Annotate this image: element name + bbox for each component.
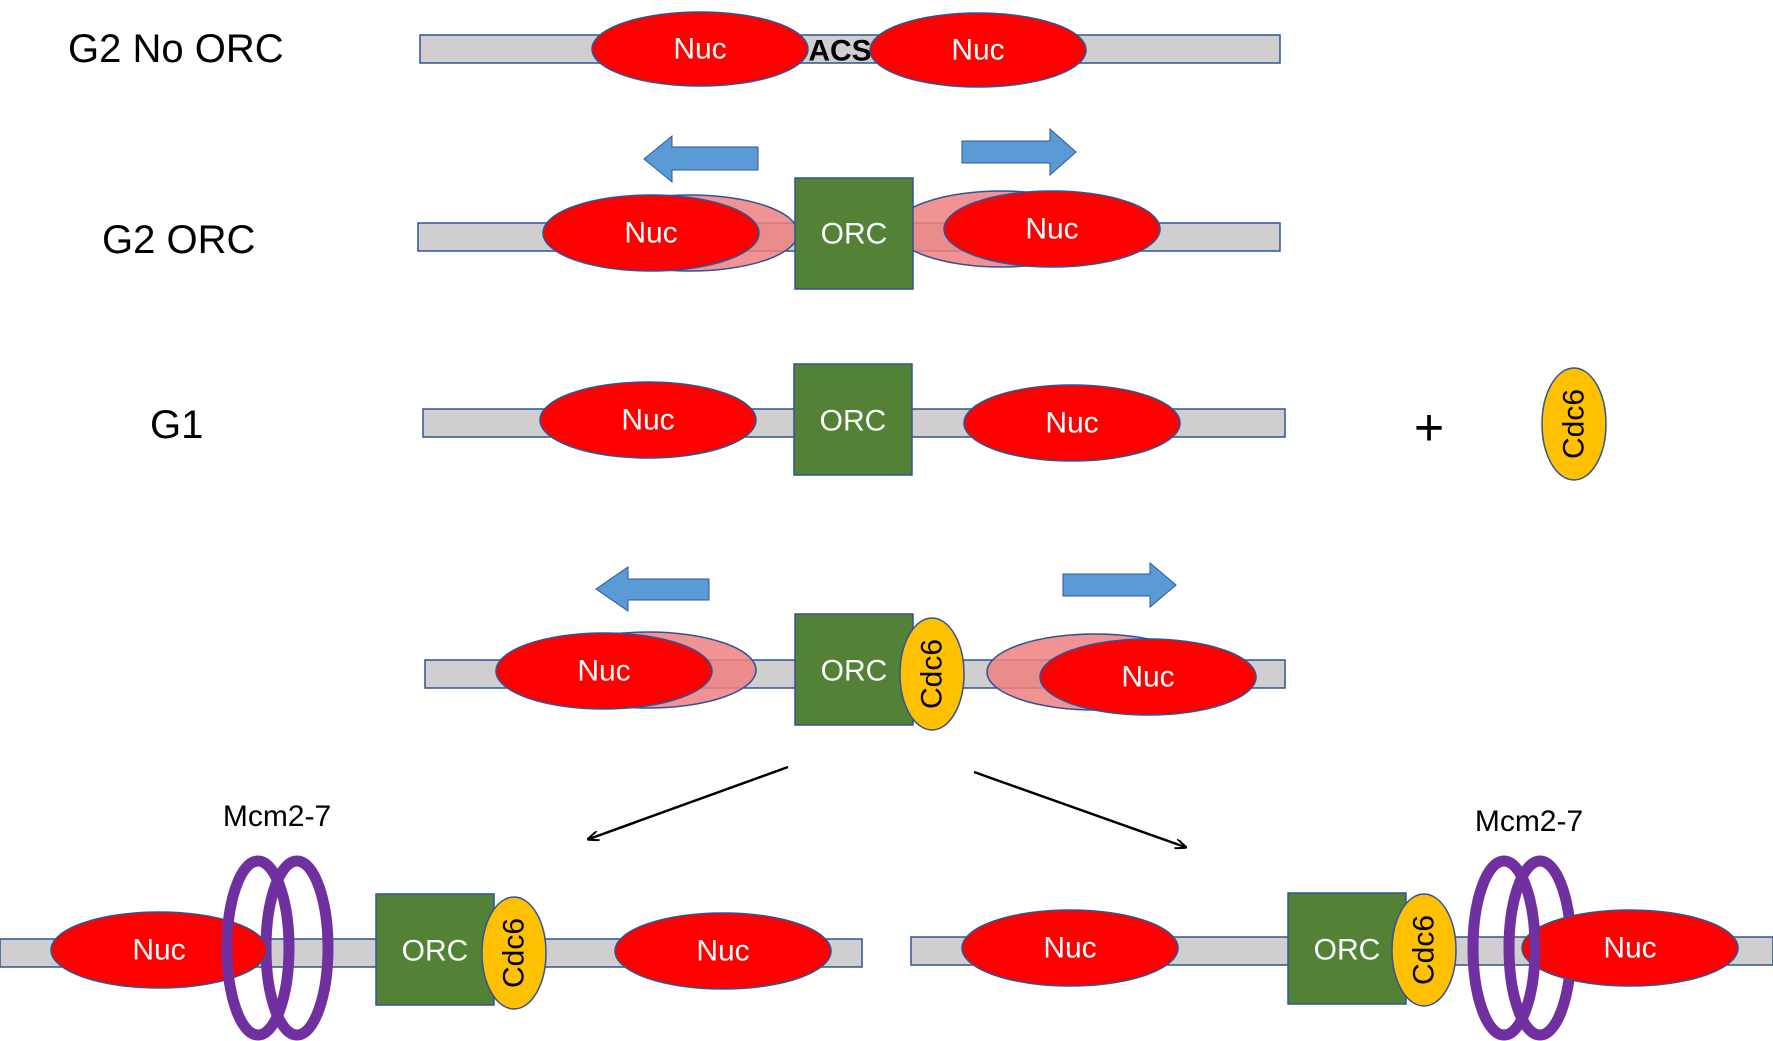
- slide-right-arrow: [961, 127, 1077, 177]
- nucleosome: [591, 11, 809, 87]
- nucleosome: [869, 12, 1087, 88]
- slide-left-arrow: [643, 134, 759, 184]
- orc-complex: [794, 613, 914, 726]
- plus-sign: +: [1414, 399, 1444, 457]
- branch-arrow-left: [589, 765, 789, 839]
- nucleosome-label: Nuc: [1025, 213, 1078, 246]
- nucleosome-label: Nuc: [1603, 932, 1656, 965]
- nucleosome: [542, 194, 760, 272]
- nucleosome-label: Nuc: [132, 934, 185, 967]
- cdc6-label: Cdc6: [1558, 389, 1591, 459]
- acs-label: ACS: [808, 35, 871, 68]
- cdc6-label: Cdc6: [498, 918, 531, 988]
- orc-label: ORC: [820, 405, 887, 438]
- branch-arrow-right: [973, 770, 1185, 847]
- mcm-label: Mcm2-7: [1475, 805, 1583, 838]
- slide-right-arrow: [1062, 561, 1177, 609]
- nucleosome-label: Nuc: [951, 34, 1004, 67]
- orc-complex: [794, 177, 914, 290]
- row-g2-no-orc: G2 No ORC Nuc ACS Nuc: [68, 11, 1281, 88]
- nucleosome-label: Nuc: [696, 935, 749, 968]
- outcome-left: Mcm2-7 Nuc ORC Cdc6 Nuc: [0, 800, 863, 1041]
- nucleosome: [50, 911, 268, 989]
- nucleosome-label: Nuc: [621, 404, 674, 437]
- row-g1: G1 Nuc Nuc ORC + Cdc6: [150, 363, 1607, 481]
- orc-complex: [375, 893, 495, 1006]
- cdc6-label: Cdc6: [1408, 915, 1441, 985]
- mcm-ring: [221, 855, 295, 1041]
- nucleosome: [614, 912, 832, 990]
- dna-strand: [419, 34, 1281, 64]
- row-label-g1: G1: [150, 403, 203, 447]
- nucleosome: [1521, 909, 1739, 987]
- cdc6-protein: [1391, 893, 1457, 1007]
- nucleosome-label: Nuc: [1043, 932, 1096, 965]
- slide-left-arrow: [595, 566, 710, 612]
- nucleosome: [943, 190, 1161, 268]
- nucleosome: [1039, 638, 1257, 716]
- mcm-label: Mcm2-7: [223, 800, 331, 833]
- row-g2-orc: G2 ORC Nuc Nuc ORC: [102, 127, 1281, 290]
- nucleosome: [961, 909, 1179, 987]
- nucleosome-label: Nuc: [673, 33, 726, 66]
- orc-label: ORC: [402, 935, 469, 968]
- orc-complex: [1287, 892, 1407, 1005]
- cdc6-label: Cdc6: [916, 639, 949, 709]
- cdc6-protein: [899, 617, 965, 731]
- outcome-right: Mcm2-7 Nuc ORC Cdc6 Nuc: [910, 805, 1773, 1041]
- nucleosome: [963, 384, 1181, 462]
- orc-label: ORC: [1314, 934, 1381, 967]
- orc-complex: [793, 363, 913, 476]
- nucleosome-label: Nuc: [1045, 407, 1098, 440]
- nucleosome: [495, 632, 713, 710]
- nucleosome: [539, 381, 757, 459]
- orc-label: ORC: [821, 218, 888, 251]
- nucleosome-label: Nuc: [577, 655, 630, 688]
- row-label-g2-no-orc: G2 No ORC: [68, 27, 284, 71]
- cdc6-protein: [1541, 367, 1607, 481]
- cdc6-protein: [481, 896, 547, 1010]
- nucleosome-label: Nuc: [1121, 661, 1174, 694]
- orc-label: ORC: [821, 655, 888, 688]
- row-label-g2-orc: G2 ORC: [102, 218, 255, 262]
- mcm-ring: [1467, 855, 1541, 1041]
- row-orc-cdc6: Nuc Nuc ORC Cdc6: [424, 561, 1286, 731]
- nucleosome-label: Nuc: [624, 217, 677, 250]
